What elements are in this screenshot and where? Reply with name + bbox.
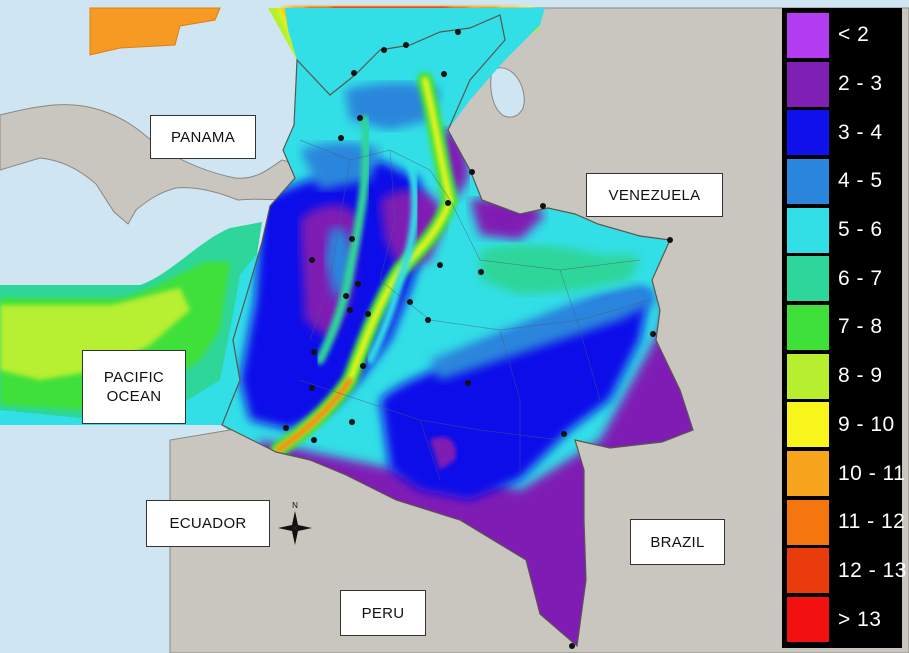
- lake-maracaibo: [490, 67, 525, 118]
- legend-swatch: [787, 61, 829, 107]
- legend-label: 10 - 11: [838, 461, 906, 485]
- legend-label: 6 - 7: [838, 266, 883, 290]
- legend-row: 6 - 7: [787, 254, 902, 303]
- legend-row: 3 - 4: [787, 108, 902, 157]
- legend-swatch: [787, 499, 829, 545]
- legend-swatch: [787, 548, 829, 594]
- legend-label: 3 - 4: [838, 120, 883, 144]
- legend-row: 8 - 9: [787, 352, 902, 401]
- legend-swatch: [787, 110, 829, 156]
- label-peru: PERU: [340, 590, 426, 636]
- legend-label: < 2: [838, 23, 870, 47]
- legend-swatch: [787, 304, 829, 350]
- legend-label: 11 - 12: [838, 510, 906, 534]
- legend-swatch: [787, 12, 829, 58]
- wind-speed-legend: < 2 2 - 3 3 - 4 4 - 5 5 - 6 6 - 7 7 - 8 8 - 9 9 …: [782, 8, 906, 648]
- legend-row: 9 - 10: [787, 401, 902, 450]
- legend-label: 7 - 8: [838, 315, 883, 339]
- legend-label: > 13: [838, 607, 882, 631]
- label-ecuador: ECUADOR: [146, 500, 270, 547]
- legend-swatch: [787, 207, 829, 253]
- department-borders: [299, 139, 651, 481]
- compass-north-label: N: [292, 501, 298, 510]
- legend-row: 4 - 5: [787, 157, 902, 206]
- label-venezuela: VENEZUELA: [586, 173, 723, 217]
- label-brazil: BRAZIL: [630, 519, 725, 565]
- legend-row: 5 - 6: [787, 206, 902, 255]
- legend-row: 12 - 13: [787, 547, 906, 596]
- legend-row: 2 - 3: [787, 60, 902, 109]
- legend-label: 4 - 5: [838, 169, 883, 193]
- legend-swatch: [787, 402, 829, 448]
- city-markers: [283, 29, 673, 649]
- legend-row: 11 - 12: [787, 498, 906, 547]
- label-panama: PANAMA: [150, 115, 256, 159]
- legend-swatch: [787, 597, 829, 643]
- legend-label: 2 - 3: [838, 72, 883, 96]
- legend-swatch: [787, 353, 829, 399]
- legend-label: 9 - 10: [838, 412, 895, 436]
- compass-rose-icon: N: [278, 501, 312, 545]
- legend-row: 7 - 8: [787, 303, 902, 352]
- pacific-data-region: [0, 222, 262, 425]
- legend-swatch: [787, 451, 829, 497]
- colombia-border: [221, 14, 694, 648]
- legend-label: 5 - 6: [838, 218, 883, 242]
- legend-label: 8 - 9: [838, 364, 883, 388]
- legend-row: 10 - 11: [787, 449, 906, 498]
- legend-label: 12 - 13: [838, 558, 907, 582]
- legend-swatch: [787, 256, 829, 302]
- label-pacific-ocean: PACIFIC OCEAN: [82, 350, 186, 424]
- legend-row: < 2: [787, 11, 902, 60]
- legend-swatch: [787, 158, 829, 204]
- legend-row: > 13: [787, 595, 902, 644]
